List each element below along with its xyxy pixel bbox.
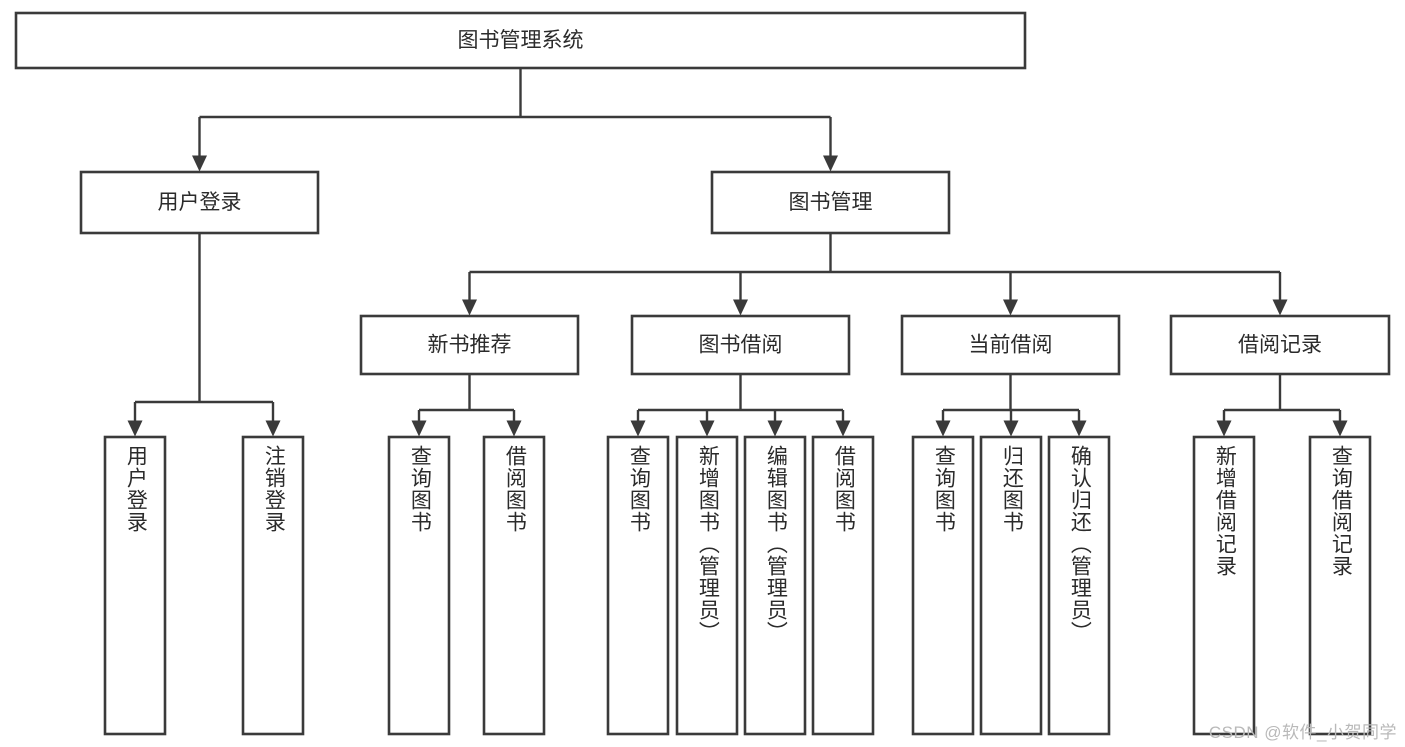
node-box-new-book-recommend[interactable]	[359, 314, 580, 376]
node-label-current-borrow: 当前借阅	[969, 334, 1053, 357]
arrowhead-icon	[1216, 420, 1232, 437]
node-box-leaf-confirm-return[interactable]	[1047, 435, 1111, 736]
arrowhead-icon	[630, 420, 646, 437]
arrowhead-icon	[1003, 299, 1018, 316]
arrowhead-icon	[823, 155, 838, 172]
arrowhead-icon	[733, 299, 748, 316]
node-box-leaf-logout[interactable]	[241, 435, 305, 736]
node-box-leaf-return-book[interactable]	[979, 435, 1043, 736]
arrowhead-icon	[192, 155, 207, 172]
arrowhead-icon	[411, 420, 427, 437]
arrowhead-icon	[767, 420, 783, 437]
node-box-leaf-query-book-2[interactable]	[606, 435, 670, 736]
arrowhead-icon	[1332, 420, 1348, 437]
node-box-book-manage[interactable]	[710, 170, 951, 235]
node-label-root: 图书管理系统	[458, 29, 584, 52]
arrowhead-icon	[506, 420, 522, 437]
arrowhead-icon	[462, 299, 477, 316]
node-label-new-book-recommend: 新书推荐	[428, 334, 512, 357]
node-box-current-borrow[interactable]	[900, 314, 1121, 376]
arrowhead-icon	[1071, 420, 1087, 437]
node-label-borrow-record: 借阅记录	[1238, 334, 1322, 357]
arrowhead-icon	[835, 420, 851, 437]
node-box-leaf-edit-book[interactable]	[743, 435, 807, 736]
node-label-book-borrow: 图书借阅	[699, 334, 783, 357]
node-box-book-borrow[interactable]	[630, 314, 851, 376]
node-box-leaf-borrow-book-1[interactable]	[482, 435, 546, 736]
node-box-user-login[interactable]	[79, 170, 320, 235]
arrowhead-icon	[699, 420, 715, 437]
watermark-text: CSDN @软件_小贺同学	[1208, 723, 1397, 742]
arrowhead-icon	[265, 420, 281, 437]
node-box-leaf-query-record[interactable]	[1308, 435, 1372, 736]
node-box-leaf-user-login[interactable]	[103, 435, 167, 736]
connector-layer	[127, 68, 1348, 437]
arrowhead-icon	[935, 420, 951, 437]
arrowhead-icon	[1003, 420, 1019, 437]
arrowhead-icon	[127, 420, 143, 437]
node-box-borrow-record[interactable]	[1169, 314, 1391, 376]
arrowhead-icon	[1272, 299, 1288, 316]
node-box-leaf-query-book-1[interactable]	[387, 435, 451, 736]
node-box-leaf-add-record[interactable]	[1192, 435, 1256, 736]
node-label-user-login: 用户登录	[158, 191, 242, 214]
node-box-leaf-query-book-3[interactable]	[911, 435, 975, 736]
node-box-leaf-borrow-book-2[interactable]	[811, 435, 875, 736]
box-layer	[14, 11, 1391, 736]
node-label-book-manage: 图书管理	[789, 191, 873, 214]
node-box-root[interactable]	[14, 11, 1027, 70]
node-box-leaf-add-book[interactable]	[675, 435, 739, 736]
